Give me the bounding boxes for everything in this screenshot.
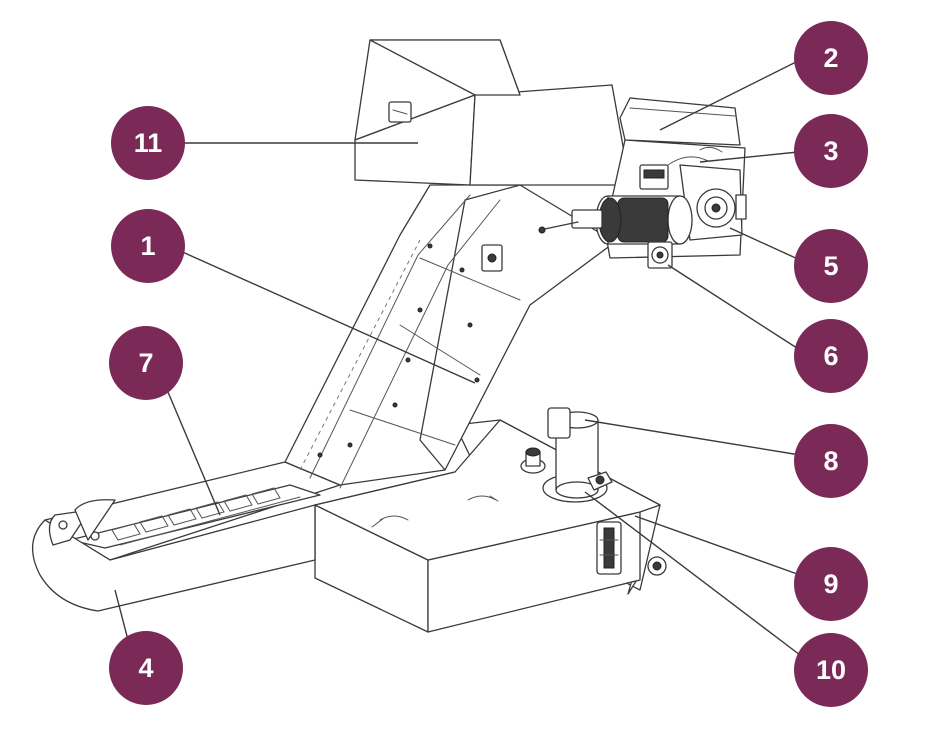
leader-10 bbox=[584, 491, 801, 656]
callout-11: 11 bbox=[111, 106, 185, 180]
leader-9 bbox=[634, 515, 801, 576]
leader-7 bbox=[164, 384, 221, 516]
callout-10-label: 10 bbox=[816, 655, 846, 685]
leader-6 bbox=[667, 264, 801, 351]
callout-7-label: 7 bbox=[138, 348, 153, 378]
hinged-belt-plates bbox=[111, 487, 301, 546]
tank-cap bbox=[520, 447, 546, 474]
leader-3 bbox=[699, 151, 799, 163]
callout-1-label: 1 bbox=[140, 231, 155, 261]
drain-plug bbox=[647, 556, 667, 576]
leader-lines bbox=[114, 59, 801, 656]
callout-badges: 1 2 3 4 5 6 7 8 bbox=[109, 21, 868, 707]
callout-3-label: 3 bbox=[823, 136, 838, 166]
callout-3: 3 bbox=[794, 114, 868, 188]
callout-6-label: 6 bbox=[823, 341, 838, 371]
callout-8-label: 8 bbox=[823, 446, 838, 476]
discharge-hopper bbox=[354, 39, 631, 186]
lower-conveyor bbox=[32, 461, 341, 612]
inclined-conveyor bbox=[284, 184, 616, 489]
leader-8 bbox=[584, 419, 801, 456]
level-gauge bbox=[596, 521, 622, 575]
callout-8: 8 bbox=[794, 424, 868, 498]
callout-4-label: 4 bbox=[138, 653, 153, 683]
callout-9-label: 9 bbox=[823, 569, 838, 599]
callout-10: 10 bbox=[794, 633, 868, 707]
leader-1 bbox=[177, 249, 476, 384]
callout-4: 4 bbox=[109, 631, 183, 705]
drive-unit bbox=[538, 139, 747, 269]
callout-2-label: 2 bbox=[823, 43, 838, 73]
callout-1: 1 bbox=[111, 209, 185, 283]
callout-7: 7 bbox=[109, 326, 183, 400]
callout-2: 2 bbox=[794, 21, 868, 95]
callout-5-label: 5 bbox=[823, 251, 838, 281]
callout-11-label: 11 bbox=[134, 128, 163, 158]
callout-5: 5 bbox=[794, 229, 868, 303]
leader-2 bbox=[659, 59, 801, 131]
conveyor-machine bbox=[32, 39, 747, 633]
coolant-pump bbox=[542, 407, 613, 503]
leader-5 bbox=[729, 227, 801, 261]
callout-9: 9 bbox=[794, 547, 868, 621]
drive-cover bbox=[619, 97, 741, 146]
callout-6: 6 bbox=[794, 319, 868, 393]
leader-4 bbox=[114, 589, 129, 641]
